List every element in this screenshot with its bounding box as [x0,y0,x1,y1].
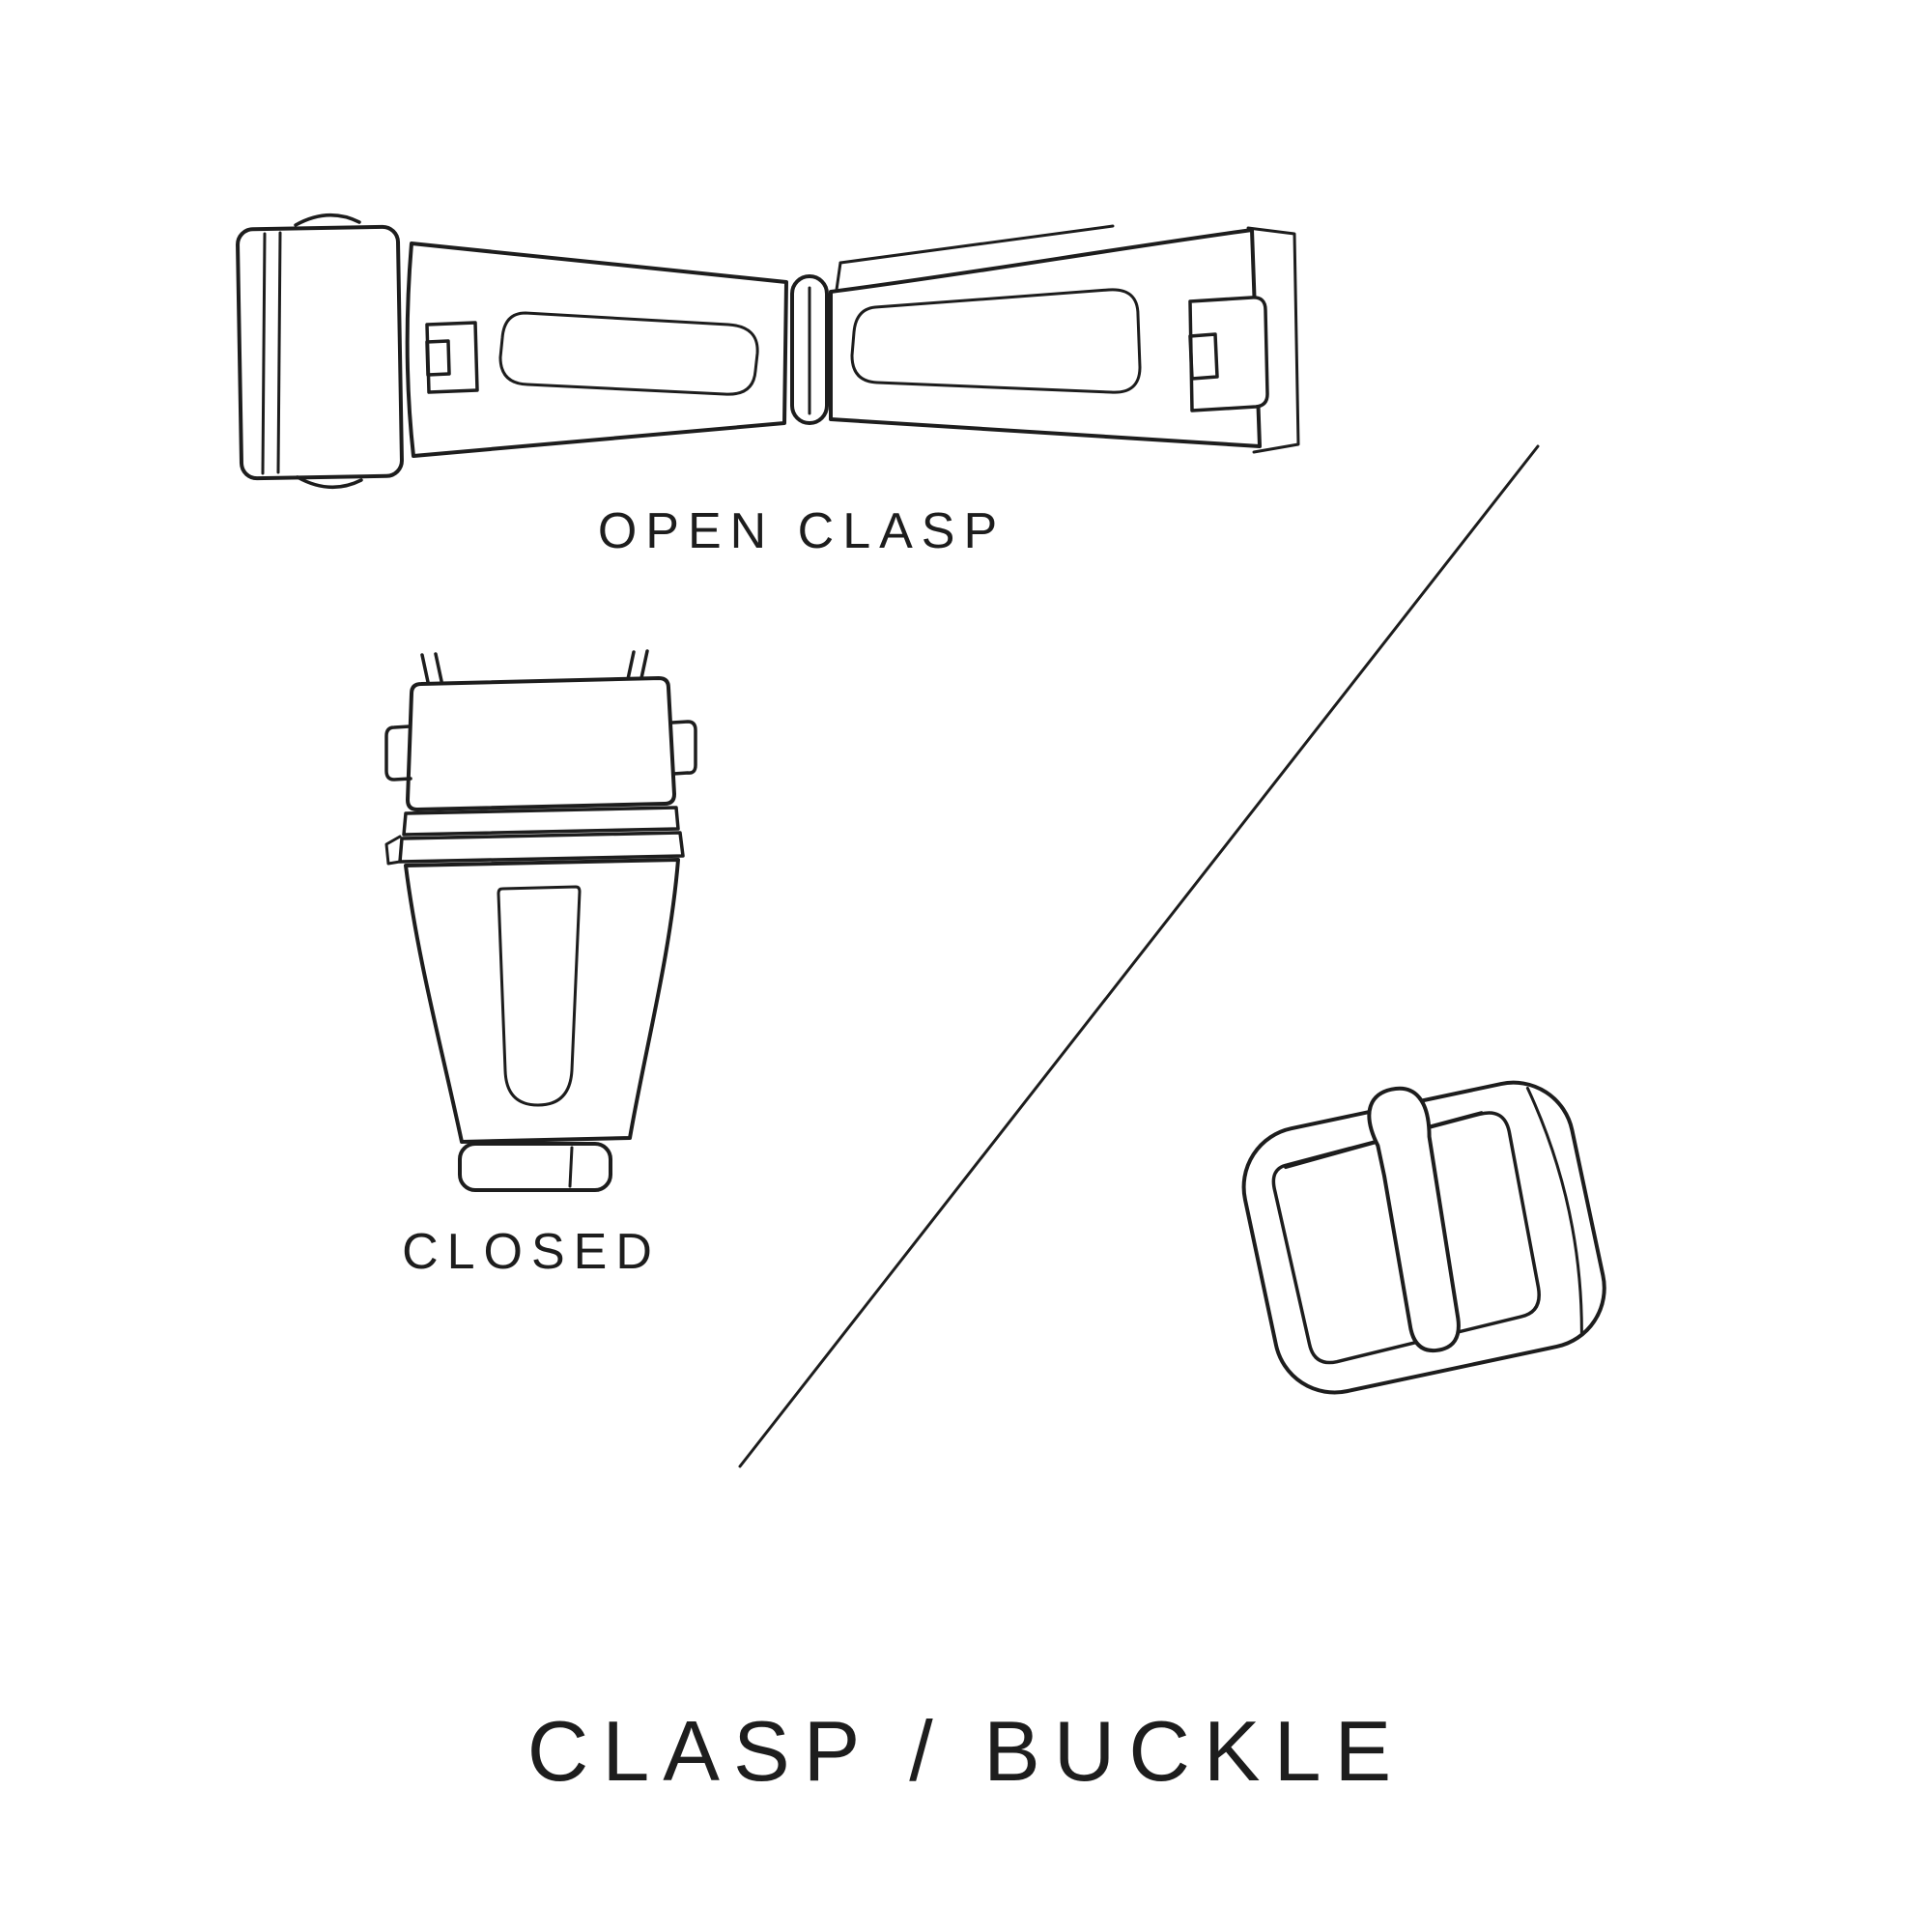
closed-clasp-band [386,808,683,864]
open-clasp-label: OPEN CLASP [597,503,1007,559]
closed-clasp-inner-slot [498,887,580,1105]
closed-clasp-ear-left [386,726,411,780]
left-blade-inner-outline [500,313,757,394]
open-clasp-endpiece [238,215,402,488]
right-blade-loop [1190,298,1267,411]
right-blade-loop-notch [1190,334,1217,379]
open-clasp-hinge [792,276,827,423]
closed-clasp-prong-left [422,654,441,682]
closed-clasp-ear-right [672,722,696,774]
buckle-drawing [1229,1055,1615,1404]
open-clasp-right-blade [831,226,1298,452]
open-clasp-drawing [238,215,1298,488]
right-blade-inner-outline [852,290,1140,392]
closed-clasp-drawing [386,651,696,1190]
diagonal-divider-line [740,446,1538,1466]
left-blade-hook [427,323,477,392]
page-title: CLASP / BUCKLE [526,1703,1406,1799]
open-clasp-left-blade [408,243,786,456]
buckle-tang [1361,1083,1475,1354]
buckle-thick-end-line [1527,1085,1594,1334]
closed-clasp-prong-right [628,651,647,679]
closed-clasp-body [406,860,678,1142]
closed-clasp-top-box [386,678,696,810]
closed-clasp-bottom-bar [460,1144,611,1190]
closed-clasp-label: CLOSED [402,1224,661,1280]
left-blade-hook-notch [427,341,449,375]
